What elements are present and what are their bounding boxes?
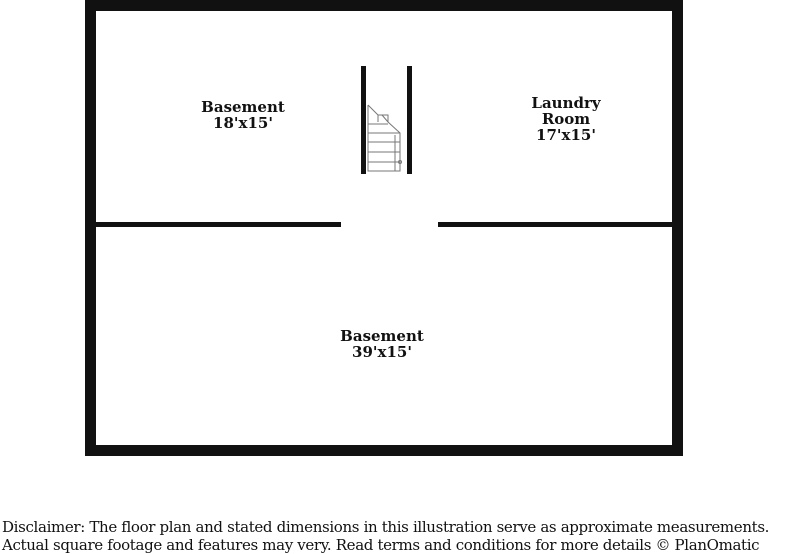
room-dimensions: 39'x15' xyxy=(352,343,412,361)
room-name-line2: Room xyxy=(541,110,591,128)
room-dimensions: 18'x15' xyxy=(213,114,273,132)
interior-wall-left xyxy=(96,222,341,227)
room-label-basement-upper: Basement 18'x15' xyxy=(193,99,293,131)
room-label-basement-lower: Basement 39'x15' xyxy=(332,328,432,360)
disclaimer: Disclaimer: The floor plan and stated di… xyxy=(2,518,800,554)
disclaimer-line2: Actual square footage and features may v… xyxy=(2,536,760,554)
room-dimensions: 17'x15' xyxy=(536,126,596,144)
stair-wall-left xyxy=(361,66,366,174)
exterior-wall xyxy=(85,0,683,456)
stair-wall-right xyxy=(407,66,412,174)
room-name: Basement xyxy=(340,327,424,345)
staircase-icon xyxy=(367,104,402,172)
room-label-laundry: Laundry Room 17'x15' xyxy=(516,95,616,143)
room-name-line1: Laundry xyxy=(531,94,601,112)
disclaimer-line1: Disclaimer: The floor plan and stated di… xyxy=(2,518,770,536)
room-name: Basement xyxy=(201,98,285,116)
interior-wall-right xyxy=(438,222,673,227)
